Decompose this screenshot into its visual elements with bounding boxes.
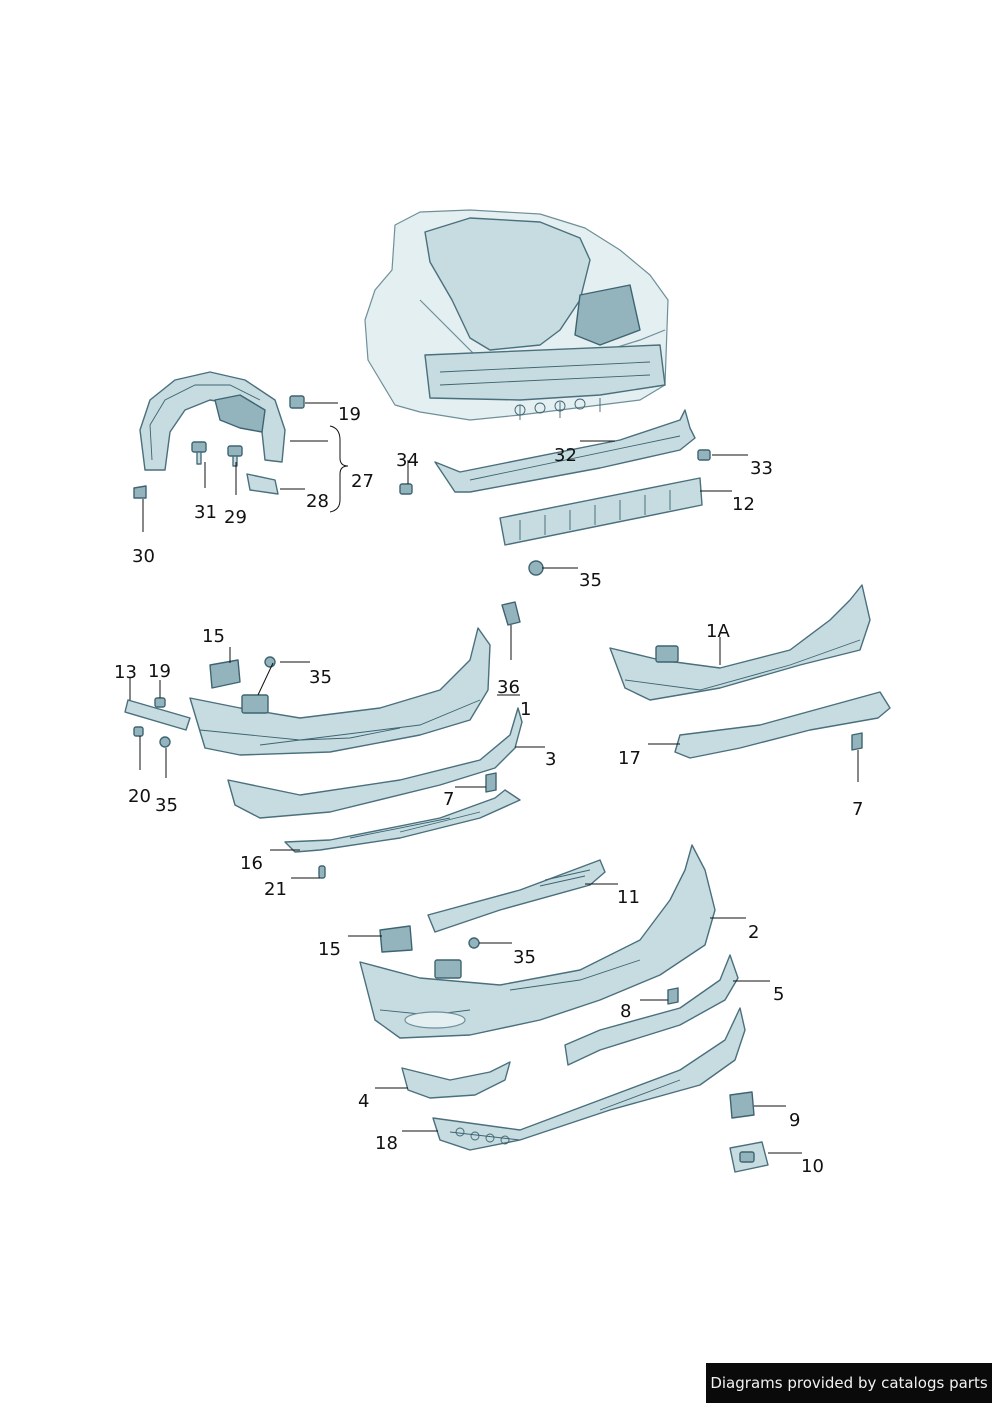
- bracket-36: [501, 601, 521, 626]
- callout-7: 7: [852, 799, 863, 820]
- callout-1A: 1A: [706, 621, 730, 642]
- callout-28: 28: [306, 491, 329, 512]
- clip-30: [133, 485, 147, 499]
- callout-11: 11: [617, 887, 640, 908]
- screw-21: [318, 865, 326, 879]
- callout-20: 20: [128, 786, 151, 807]
- cover-11: [427, 859, 606, 933]
- callout-2: 2: [748, 922, 759, 943]
- nut-35-left: [159, 736, 171, 748]
- wheel-housing-liner: [139, 371, 286, 471]
- callout-21: 21: [264, 879, 287, 900]
- bracket-9: [729, 1091, 755, 1119]
- clip-19-top: [289, 395, 305, 409]
- callout-34: 34: [396, 450, 419, 471]
- bracket-15-upper: [209, 659, 241, 689]
- bolt-31: [191, 441, 207, 465]
- callout-7: 7: [443, 789, 454, 810]
- callout-3: 3: [545, 749, 556, 770]
- callout-15: 15: [202, 626, 225, 647]
- callout-9: 9: [789, 1110, 800, 1131]
- bracket-15-lower: [379, 925, 413, 953]
- callout-13: 13: [114, 662, 137, 683]
- diffuser-18: [432, 1007, 746, 1151]
- clip-8: [667, 987, 679, 1005]
- bumper-cover-2: [359, 844, 716, 1039]
- clip-19-left: [154, 697, 166, 708]
- guide-13: [124, 699, 191, 731]
- callout-31: 31: [194, 502, 217, 523]
- callout-5: 5: [773, 984, 784, 1005]
- vehicle-rear-body: [364, 209, 669, 421]
- spoiler-7-left: [485, 772, 497, 793]
- callout-10: 10: [801, 1156, 824, 1177]
- callout-18: 18: [375, 1133, 398, 1154]
- energy-absorber: [499, 477, 703, 546]
- callout-29: 29: [224, 507, 247, 528]
- bumper-cover-1A: [609, 584, 871, 701]
- callout-35: 35: [579, 570, 602, 591]
- bracket-10: [729, 1141, 769, 1173]
- credit-text: Diagrams provided by catalogs parts: [710, 1374, 988, 1392]
- diffuser-16: [284, 789, 521, 853]
- spoiler-7-right: [851, 732, 863, 751]
- cover-28: [246, 473, 279, 495]
- trim-panel-4: [401, 1061, 511, 1099]
- callout-19: 19: [148, 661, 171, 682]
- callout-8: 8: [620, 1001, 631, 1022]
- callout-16: 16: [240, 853, 263, 874]
- leader-lines: [129, 402, 859, 1154]
- callout-33: 33: [750, 458, 773, 479]
- callout-labels: 19 27 31 29 28 30 34 32 33 12 35 15 13 1…: [114, 404, 863, 1177]
- nut-35-top: [528, 560, 544, 576]
- trim-panel-5: [564, 954, 739, 1066]
- credit-banner: Diagrams provided by catalogs parts: [706, 1363, 992, 1403]
- impact-beam: [434, 409, 696, 493]
- callout-30: 30: [132, 546, 155, 567]
- callout-32: 32: [554, 445, 577, 466]
- callout-36: 36: [497, 677, 520, 698]
- callout-19: 19: [338, 404, 361, 425]
- screw-20: [133, 726, 144, 737]
- callout-4: 4: [358, 1091, 369, 1112]
- callout-1: 1: [520, 699, 531, 720]
- trim-panel-3: [227, 707, 523, 819]
- bolt-29: [227, 445, 243, 467]
- nut-33: [697, 449, 711, 461]
- callout-15: 15: [318, 939, 341, 960]
- nut-35-lower: [468, 937, 480, 949]
- callout-27: 27: [351, 471, 374, 492]
- callout-17: 17: [618, 748, 641, 769]
- callout-35: 35: [155, 795, 178, 816]
- callout-35: 35: [513, 947, 536, 968]
- callout-12: 12: [732, 494, 755, 515]
- nut-35-mid: [264, 656, 276, 668]
- callout-35: 35: [309, 667, 332, 688]
- trim-strip-17: [674, 691, 891, 759]
- screw-34: [399, 483, 413, 495]
- bumper-cover-1: [189, 627, 491, 756]
